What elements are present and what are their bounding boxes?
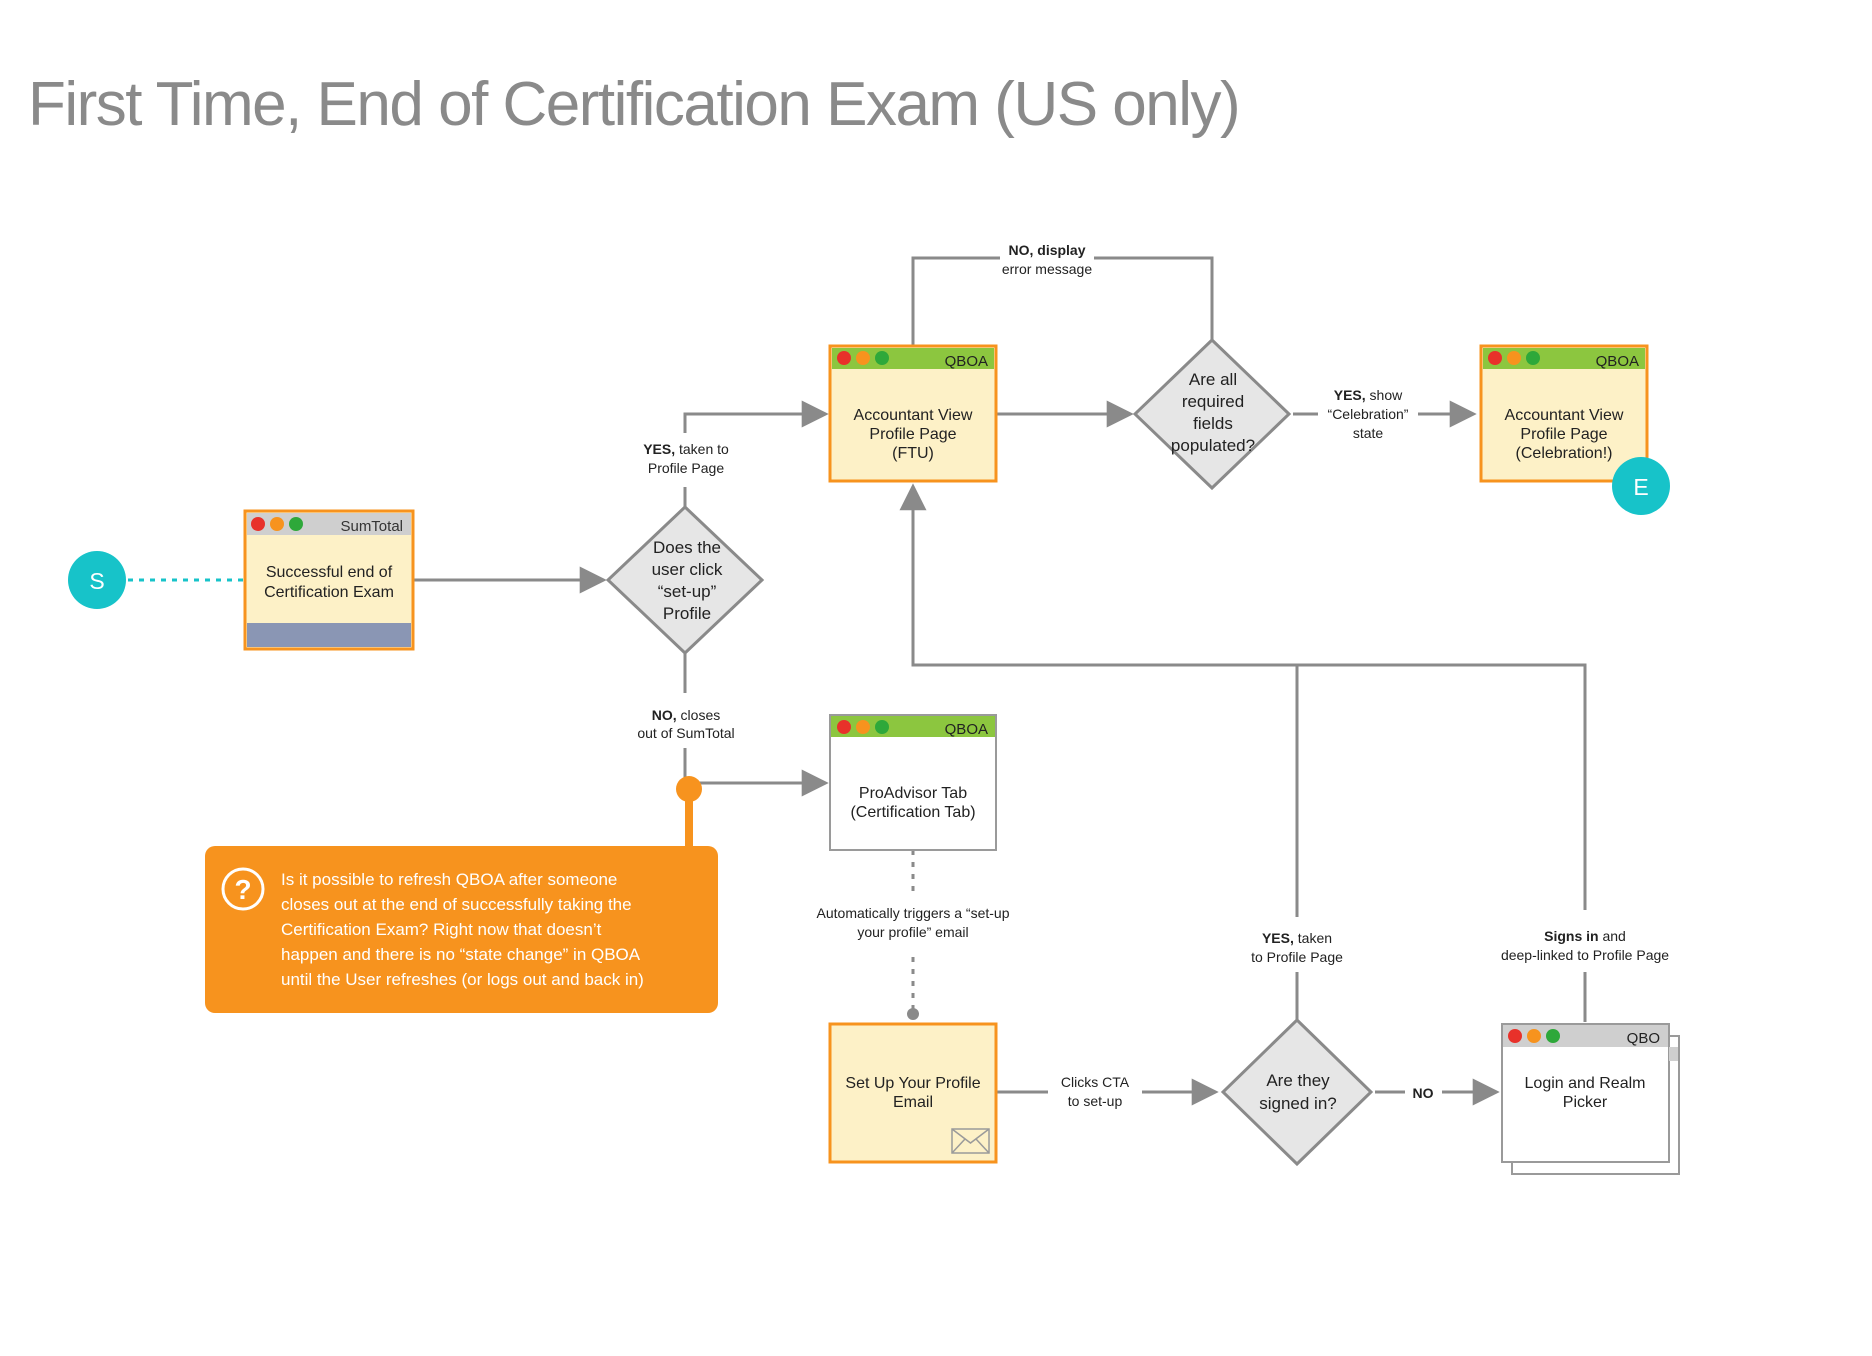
connector-setup-ftu-b	[683, 400, 829, 433]
box-text-line: Accountant View	[854, 407, 973, 424]
edge-label-clicks-cta-line2: to set-up	[1068, 1093, 1123, 1109]
connector-return-ftu	[899, 483, 1587, 910]
callout-text-line: Certification Exam? Right now that doesn…	[281, 920, 602, 939]
callout-anchor-dot	[676, 776, 702, 802]
close-dot-icon	[837, 351, 851, 365]
connector-fields-loop-a	[1094, 256, 1214, 340]
decision-fields: Are all required fields populated?	[1132, 337, 1292, 491]
box-ftu: QBOA Accountant View Profile Page (FTU)	[828, 344, 998, 483]
maximize-dot-icon	[875, 720, 889, 734]
decision-text-line: Are they	[1266, 1071, 1330, 1090]
edge-label-yes-profile-line2: Profile Page	[648, 460, 724, 476]
edge-label-no-closes-line2: out of SumTotal	[637, 725, 734, 741]
box-email: Set Up Your Profile Email	[828, 1022, 998, 1164]
close-dot-icon	[837, 720, 851, 734]
svg-text:?: ?	[234, 874, 251, 905]
decision-signed: Are they signed in?	[1220, 1017, 1374, 1167]
edge-label-no-signed: NO	[1413, 1085, 1434, 1101]
envelope-icon	[951, 1128, 990, 1154]
edge-label-auto-email-line2: your profile” email	[857, 924, 968, 940]
box-text-line: (FTU)	[892, 445, 934, 462]
start-terminal-label: S	[89, 568, 104, 594]
box-celebration: QBOA Accountant View Profile Page (Celeb…	[1479, 344, 1649, 483]
minimize-dot-icon	[1527, 1029, 1541, 1043]
callout-question: ? Is it possible to refresh QBOA after s…	[205, 776, 718, 1013]
decision-text-line: user click	[652, 560, 723, 579]
edge-label-auto-email: Automatically triggers a “set-up	[817, 905, 1010, 921]
box-text-line: Profile Page	[869, 426, 956, 443]
edge-label-yes-show-line3: state	[1353, 425, 1384, 441]
edge-label-yes-profile: YES, taken to	[643, 441, 729, 457]
decision-text-line: Are all	[1189, 370, 1237, 389]
connector-fields-loop-b	[911, 256, 1000, 346]
edge-label-no-display: NO, display	[1008, 242, 1085, 258]
callout-text-line: closes out at the end of successfully ta…	[281, 895, 632, 914]
box-app-label: QBOA	[945, 721, 988, 738]
edge-label-no-closes: NO, closes	[652, 707, 720, 723]
edge-label-no-display-line2: error message	[1002, 261, 1092, 277]
box-proadvisor: QBOA ProAdvisor Tab (Certification Tab)	[829, 714, 997, 851]
edge-label-signs-in: Signs in and	[1544, 928, 1626, 944]
edge-label-signs-in-line2: deep-linked to Profile Page	[1501, 947, 1669, 963]
box-text-line: Profile Page	[1520, 426, 1607, 443]
box-sumtotal: SumTotal Successful end of Certification…	[243, 509, 415, 651]
box-text-line: Login and Realm	[1525, 1075, 1646, 1092]
box-app-label: QBOA	[945, 353, 988, 370]
start-terminal: S	[68, 551, 126, 609]
close-dot-icon	[1508, 1029, 1522, 1043]
minimize-dot-icon	[856, 351, 870, 365]
box-text-line: Certification Exam	[264, 584, 394, 601]
maximize-dot-icon	[1526, 351, 1540, 365]
edge-label-yes-show-line2: “Celebration”	[1328, 406, 1409, 422]
box-text-line: Successful end of	[266, 564, 393, 581]
close-dot-icon	[251, 517, 265, 531]
callout-text-line: Is it possible to refresh QBOA after som…	[281, 870, 617, 889]
dot-email-endpoint	[907, 1008, 919, 1020]
box-text-line: (Certification Tab)	[850, 804, 975, 821]
end-terminal: E	[1612, 457, 1670, 515]
decision-text-line: “set-up”	[658, 582, 717, 601]
minimize-dot-icon	[1507, 351, 1521, 365]
edge-label-yes-taken-line2: to Profile Page	[1251, 949, 1343, 965]
maximize-dot-icon	[1546, 1029, 1560, 1043]
box-app-label: QBOA	[1596, 353, 1639, 370]
callout-text-line: until the User refreshes (or logs out an…	[281, 970, 644, 989]
edge-label-yes-taken: YES, taken	[1262, 930, 1332, 946]
edge-label-clicks-cta: Clicks CTA	[1061, 1074, 1130, 1090]
question-icon: ?	[221, 867, 265, 911]
decision-text-line: required	[1182, 392, 1244, 411]
maximize-dot-icon	[875, 351, 889, 365]
decision-text-line: populated?	[1171, 436, 1255, 455]
decision-text-line: signed in?	[1259, 1094, 1337, 1113]
box-text-line: ProAdvisor Tab	[859, 785, 967, 802]
close-dot-icon	[1488, 351, 1502, 365]
decision-text-line: Profile	[663, 604, 711, 623]
decision-text-line: Does the	[653, 538, 721, 557]
edge-label-yes-show: YES, show	[1334, 387, 1403, 403]
box-text-line: (Celebration!)	[1516, 445, 1613, 462]
end-terminal-label: E	[1633, 474, 1648, 500]
box-text-line: Accountant View	[1505, 407, 1624, 424]
maximize-dot-icon	[289, 517, 303, 531]
box-text-line: Email	[893, 1094, 933, 1111]
box-app-label: QBO	[1627, 1030, 1660, 1047]
page-title: First Time, End of Certification Exam (U…	[28, 70, 1239, 139]
minimize-dot-icon	[270, 517, 284, 531]
decision-text-line: fields	[1193, 414, 1233, 433]
box-text-line: Picker	[1563, 1094, 1608, 1111]
box-app-label: SumTotal	[340, 518, 403, 535]
minimize-dot-icon	[856, 720, 870, 734]
box-text-line: Set Up Your Profile	[845, 1075, 980, 1092]
decision-setup: Does the user click “set-up” Profile	[605, 504, 765, 656]
box-login: QBO Login and Realm Picker	[1501, 1023, 1680, 1175]
callout-text-line: happen and there is no “state change” in…	[281, 945, 641, 964]
